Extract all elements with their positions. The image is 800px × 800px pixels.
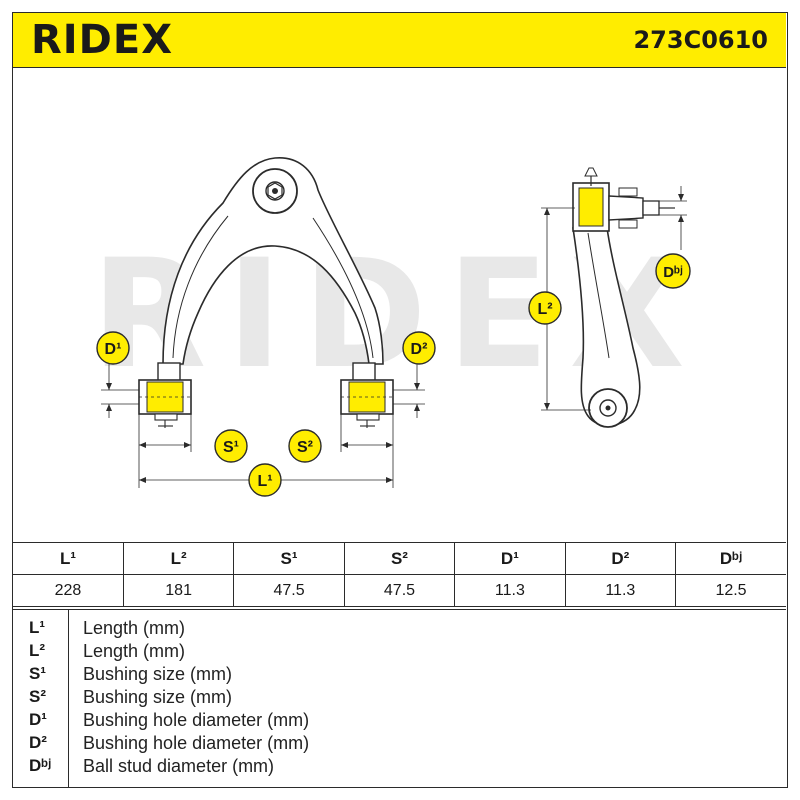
part-number: 273C0610 bbox=[633, 26, 768, 54]
value-l1: 228 bbox=[13, 574, 124, 607]
col-header-s2: S² bbox=[343, 542, 456, 575]
control-arm-front-view bbox=[157, 157, 384, 382]
callout-s2: S² bbox=[288, 429, 322, 463]
drawing-canvas: RIDEX bbox=[91, 157, 691, 497]
col-header-l2: L² bbox=[122, 542, 235, 575]
callout-dbj: Dᵇʲ bbox=[655, 253, 691, 289]
value-dbj: 12.5 bbox=[675, 574, 786, 607]
legend-item: S¹ Bushing size (mm) bbox=[13, 664, 786, 687]
value-s1: 47.5 bbox=[233, 574, 345, 607]
svg-text:D¹: D¹ bbox=[105, 341, 122, 358]
legend-item: L¹ Length (mm) bbox=[13, 618, 786, 641]
legend-desc: Bushing size (mm) bbox=[83, 687, 233, 707]
callout-s1: S¹ bbox=[214, 429, 248, 463]
legend-code: D² bbox=[29, 733, 47, 752]
legend-item: L² Length (mm) bbox=[13, 641, 786, 664]
legend-code: S¹ bbox=[29, 664, 46, 683]
legend: L¹ Length (mm) L² Length (mm) S¹ Bushing… bbox=[13, 609, 786, 789]
col-header-dbj: Dᵇʲ bbox=[675, 542, 786, 575]
legend-code: L¹ bbox=[29, 618, 46, 637]
legend-item: Dᵇʲ Ball stud diameter (mm) bbox=[13, 756, 786, 779]
spec-table-value-row: 228 181 47.5 47.5 11.3 11.3 12.5 bbox=[13, 574, 786, 607]
legend-code: L² bbox=[29, 641, 46, 660]
value-s2: 47.5 bbox=[343, 574, 456, 607]
legend-desc: Bushing hole diameter (mm) bbox=[83, 710, 310, 730]
bushing-right bbox=[340, 379, 394, 428]
spec-table: L¹ L² S¹ S² D¹ D² Dᵇʲ 228 181 47.5 47.5 … bbox=[13, 542, 786, 607]
value-l2: 181 bbox=[122, 574, 235, 607]
dimension-arrows-side bbox=[544, 194, 684, 410]
spec-table-header-row: L¹ L² S¹ S² D¹ D² Dᵇʲ bbox=[13, 542, 786, 575]
brand-logo: RIDEX bbox=[31, 17, 174, 63]
dimension-arrows-front bbox=[106, 383, 420, 483]
bushing-left bbox=[138, 379, 192, 428]
svg-text:L¹: L¹ bbox=[257, 473, 272, 490]
technical-drawing: RIDEX bbox=[13, 68, 786, 542]
callout-d1: D¹ bbox=[96, 331, 130, 365]
svg-text:S²: S² bbox=[297, 439, 313, 456]
legend-desc: Length (mm) bbox=[83, 641, 186, 661]
callout-d2: D² bbox=[402, 331, 436, 365]
col-header-s1: S¹ bbox=[233, 542, 345, 575]
legend-divider bbox=[68, 610, 69, 787]
col-header-l1: L¹ bbox=[13, 542, 124, 575]
value-d2: 11.3 bbox=[564, 574, 677, 607]
legend-item: D¹ Bushing hole diameter (mm) bbox=[13, 710, 786, 733]
callout-l2: L² bbox=[528, 291, 562, 325]
legend-item: S² Bushing size (mm) bbox=[13, 687, 786, 710]
legend-desc: Bushing size (mm) bbox=[83, 664, 233, 684]
header-bar: RIDEX 273C0610 bbox=[13, 13, 786, 68]
svg-text:S¹: S¹ bbox=[223, 439, 239, 456]
legend-desc: Bushing hole diameter (mm) bbox=[83, 733, 310, 753]
value-d1: 11.3 bbox=[454, 574, 566, 607]
callout-l1: L¹ bbox=[248, 463, 282, 497]
svg-text:D²: D² bbox=[411, 341, 428, 358]
svg-text:Dᵇʲ: Dᵇʲ bbox=[663, 264, 683, 281]
spec-sheet: RIDEX 273C0610 RIDEX bbox=[12, 12, 788, 788]
col-header-d2: D² bbox=[564, 542, 677, 575]
legend-desc: Ball stud diameter (mm) bbox=[83, 756, 275, 776]
legend-code: D¹ bbox=[29, 710, 47, 729]
legend-desc: Length (mm) bbox=[83, 618, 186, 638]
svg-text:L²: L² bbox=[537, 301, 552, 318]
control-arm-side-view bbox=[572, 167, 675, 428]
legend-item: D² Bushing hole diameter (mm) bbox=[13, 733, 786, 756]
legend-code: Dᵇʲ bbox=[29, 756, 52, 775]
col-header-d1: D¹ bbox=[454, 542, 566, 575]
legend-code: S² bbox=[29, 687, 46, 706]
